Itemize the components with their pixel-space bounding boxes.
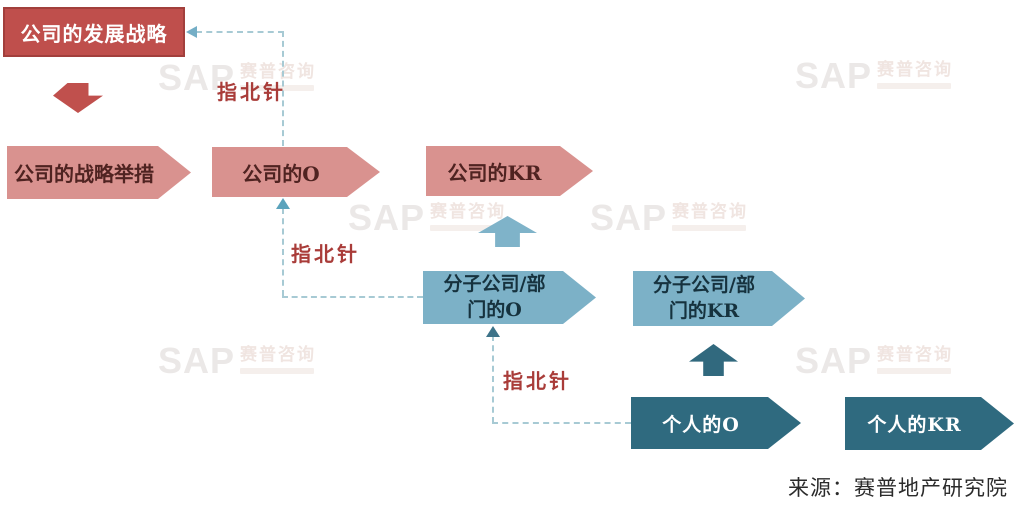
connector-subsidiary-to-company-o	[282, 208, 284, 296]
watermark: SAP 赛普咨询	[795, 343, 953, 379]
watermark-name: 赛普咨询	[430, 202, 507, 222]
node-company-kr: 公司的KR	[426, 146, 593, 196]
compass-label-bottom: 指北针	[503, 369, 572, 393]
watermark: SAP 赛普咨询	[158, 343, 316, 379]
node-subsidiary-o-line2: 门的O	[467, 298, 522, 321]
watermark-tagline-bar	[877, 83, 952, 89]
compass-label-mid: 指北针	[291, 242, 360, 266]
watermark-sap-logo: SAP	[348, 197, 426, 238]
connector-personal-to-subsidiary-o	[492, 335, 494, 423]
node-company-strategy: 公司的发展战略	[3, 7, 185, 57]
watermark-name: 赛普咨询	[240, 345, 317, 365]
watermark-sap-logo: SAP	[795, 340, 873, 381]
watermark-sap-logo: SAP	[158, 340, 236, 381]
watermark: SAP 赛普咨询	[795, 58, 953, 94]
watermark-tagline-bar	[240, 368, 315, 374]
connector-company-o-to-strategy	[196, 31, 284, 33]
up-arrow-icon	[478, 216, 537, 247]
connector-arrowhead-left-icon	[186, 26, 197, 38]
node-company-o: 公司的O	[212, 147, 380, 197]
node-personal-o: 个人的O	[631, 397, 801, 449]
node-personal-kr: 个人的KR	[845, 397, 1014, 450]
watermark-tagline-bar	[877, 368, 952, 374]
up-arrow-icon	[689, 344, 738, 376]
watermark-name: 赛普咨询	[672, 202, 749, 222]
watermark-name: 赛普咨询	[877, 345, 954, 365]
compass-label-top: 指北针	[217, 80, 286, 104]
connector-personal-to-subsidiary-o	[492, 422, 631, 424]
node-subsidiary-kr-line2: 门的KR	[668, 299, 740, 322]
watermark-sap-logo: SAP	[795, 55, 873, 96]
connector-arrowhead-up-icon	[486, 326, 500, 337]
connector-company-o-to-strategy	[282, 31, 284, 146]
source-note: 来源：赛普地产研究院	[788, 476, 1008, 500]
watermark-sap-logo: SAP	[590, 197, 668, 238]
connector-arrowhead-up-icon	[276, 198, 290, 209]
watermark-name: 赛普咨询	[877, 60, 954, 80]
node-strategic-initiatives: 公司的战略举措	[7, 146, 191, 199]
connector-subsidiary-to-company-o	[282, 296, 423, 298]
watermark: SAP 赛普咨询	[590, 200, 748, 236]
node-subsidiary-kr-line1: 分子公司/部	[653, 273, 755, 296]
node-subsidiary-o: 分子公司/部 门的O	[423, 271, 596, 324]
down-arrow-icon	[53, 83, 103, 113]
node-subsidiary-kr: 分子公司/部 门的KR	[633, 271, 805, 326]
node-subsidiary-o-line1: 分子公司/部	[443, 272, 546, 295]
watermark-tagline-bar	[672, 225, 747, 231]
